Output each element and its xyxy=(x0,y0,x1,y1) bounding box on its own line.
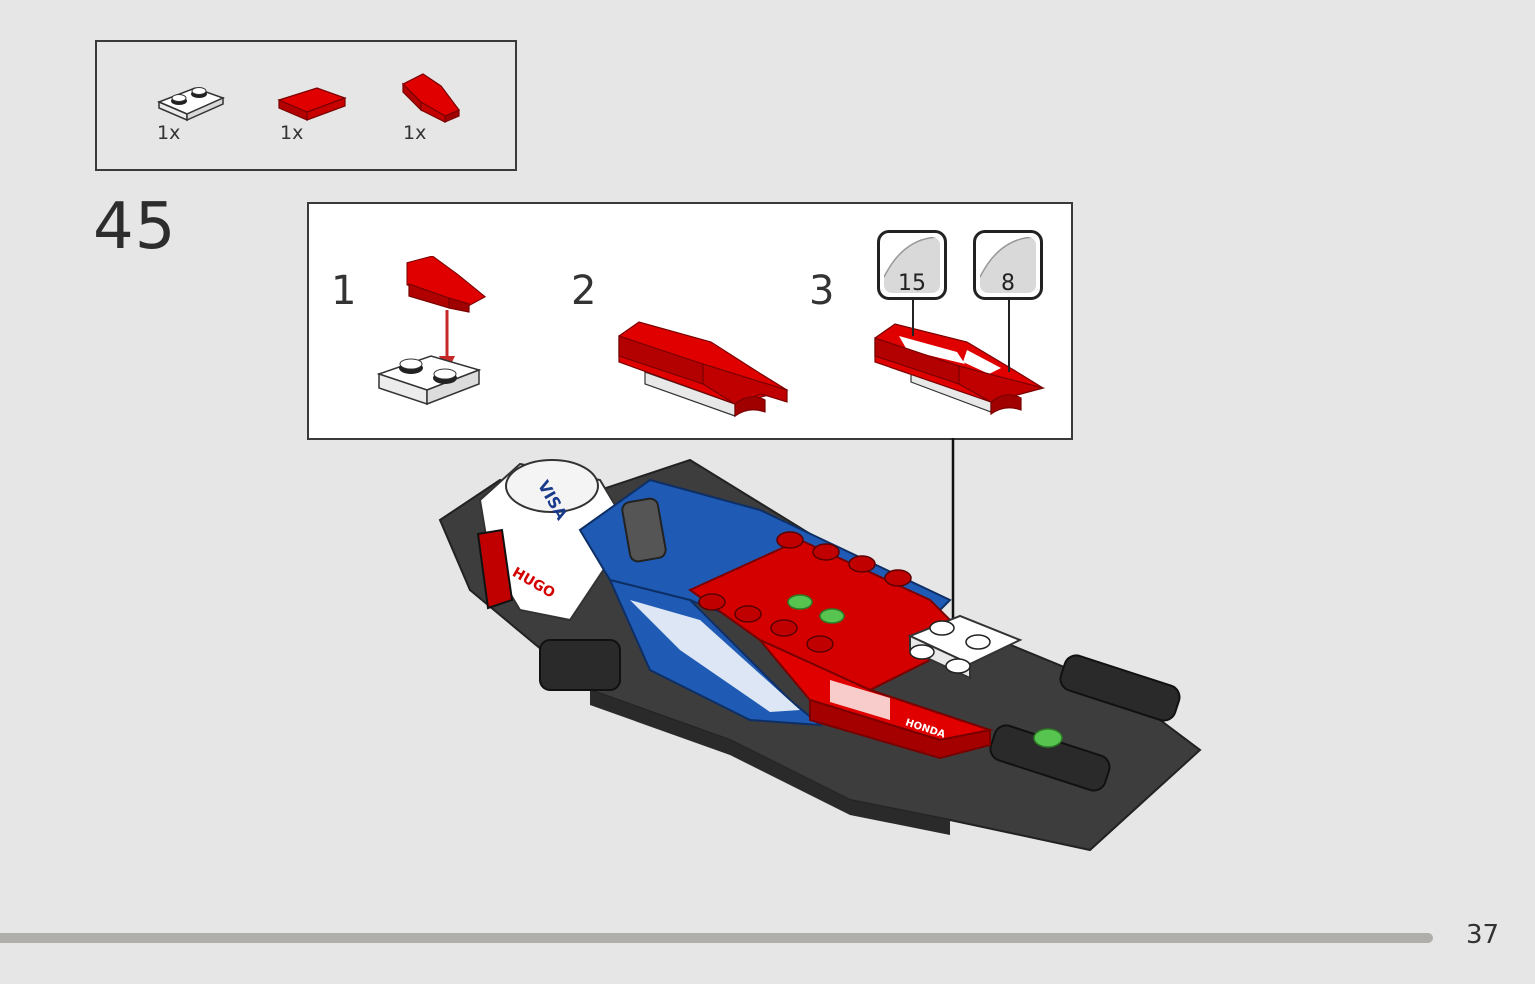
white-plate-icon xyxy=(155,74,227,124)
parts-list-box: 1x 1x 1x xyxy=(95,40,517,171)
subassembly-box: 1 2 3 xyxy=(307,202,1073,440)
substep-number: 1 xyxy=(331,268,357,314)
substep-1-illustration xyxy=(375,256,495,424)
substep-2-illustration xyxy=(615,316,795,420)
substep-3-illustration xyxy=(871,312,1051,420)
sticker-8-icon: 8 xyxy=(973,230,1043,300)
progress-bar xyxy=(0,933,1434,943)
substep-number: 3 xyxy=(809,268,835,314)
sticker-15-icon: 15 xyxy=(877,230,947,300)
substep-number: 2 xyxy=(571,268,597,314)
red-tile-icon xyxy=(277,80,349,124)
part-quantity: 1x xyxy=(280,122,304,144)
model-illustration: VISA HUGO HONDA xyxy=(430,440,1210,875)
red-wedge-icon xyxy=(401,70,463,126)
sticker-number: 15 xyxy=(898,271,926,296)
sticker-number: 8 xyxy=(1001,271,1015,296)
part-quantity: 1x xyxy=(157,122,181,144)
page-number: 37 xyxy=(1466,920,1500,950)
sticker-leader-lines xyxy=(912,298,1010,372)
step-number: 45 xyxy=(93,190,177,264)
part-quantity: 1x xyxy=(403,122,427,144)
